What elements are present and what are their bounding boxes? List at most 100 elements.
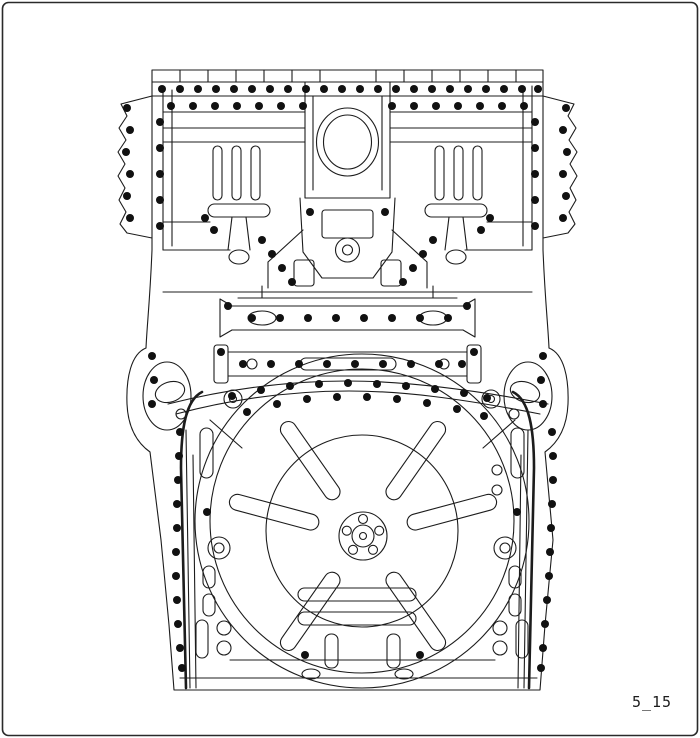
weld-dot — [303, 395, 311, 403]
weld-dot — [549, 476, 557, 484]
weld-dot — [248, 85, 256, 93]
weld-dot — [203, 508, 211, 516]
weld-dot — [454, 102, 462, 110]
figure-number-label: 5_15 — [632, 693, 672, 711]
weld-dot — [172, 572, 180, 580]
top-flange — [151, 69, 544, 83]
weld-dots-layer — [122, 85, 571, 672]
weld-dot — [351, 360, 359, 368]
weld-dot — [548, 500, 556, 508]
weld-dot — [173, 500, 181, 508]
weld-dot — [477, 226, 485, 234]
wheel-hub — [338, 511, 388, 561]
weld-dot — [402, 382, 410, 390]
center-pedestal — [237, 197, 458, 299]
weld-dot — [363, 393, 371, 401]
weld-dot — [210, 226, 218, 234]
weld-dot — [323, 360, 331, 368]
weld-dot — [189, 102, 197, 110]
weld-dot — [410, 102, 418, 110]
weld-dot — [278, 264, 286, 272]
weld-dot — [148, 400, 156, 408]
weld-dot — [233, 102, 241, 110]
weld-dot — [546, 548, 554, 556]
weld-dot — [243, 408, 251, 416]
weld-dot — [126, 170, 134, 178]
weld-dot — [444, 314, 452, 322]
weld-dot — [217, 348, 225, 356]
weld-dot — [379, 360, 387, 368]
weld-dot — [258, 236, 266, 244]
weld-dot — [211, 102, 219, 110]
weld-dot — [559, 214, 567, 222]
side-blisters — [142, 361, 553, 431]
bottom-slots — [179, 587, 538, 680]
weld-dot — [453, 405, 461, 413]
weld-dot — [458, 360, 466, 368]
weld-dot — [167, 102, 175, 110]
weld-dot — [381, 208, 389, 216]
weld-dot — [173, 524, 181, 532]
weld-dot — [248, 314, 256, 322]
heavy-flange-lines — [179, 390, 536, 690]
weld-dot — [194, 85, 202, 93]
weld-dot — [126, 214, 134, 222]
weld-dot — [407, 360, 415, 368]
weld-dot — [374, 85, 382, 93]
weld-dot — [534, 85, 542, 93]
weld-dot — [562, 104, 570, 112]
fork-brackets — [207, 145, 488, 265]
weld-dot — [429, 236, 437, 244]
weld-dot — [531, 196, 539, 204]
weld-dot — [302, 85, 310, 93]
weld-dot — [431, 385, 439, 393]
weld-dot — [498, 102, 506, 110]
weld-dot — [360, 314, 368, 322]
weld-dot — [409, 264, 417, 272]
weld-dot — [410, 85, 418, 93]
weld-dot — [158, 85, 166, 93]
weld-dot — [549, 452, 557, 460]
upper-panel-lines — [151, 85, 544, 293]
weld-dot — [356, 85, 364, 93]
weld-dot — [288, 278, 296, 286]
weld-dot — [399, 278, 407, 286]
weld-dot — [531, 170, 539, 178]
weld-dot — [286, 382, 294, 390]
weld-dot — [257, 386, 265, 394]
weld-dot — [539, 644, 547, 652]
weld-dot — [464, 85, 472, 93]
weld-dot — [432, 102, 440, 110]
weld-dot — [156, 196, 164, 204]
weld-dot — [332, 314, 340, 322]
weld-dot — [518, 85, 526, 93]
weld-dot — [273, 400, 281, 408]
weld-dot — [306, 208, 314, 216]
weld-dot — [470, 348, 478, 356]
weld-dot — [483, 394, 491, 402]
weld-dot — [419, 250, 427, 258]
cross-member-upper — [219, 298, 476, 338]
weld-dot — [295, 360, 303, 368]
weld-dot — [173, 596, 181, 604]
weld-dot — [545, 572, 553, 580]
weld-dot — [178, 664, 186, 672]
weld-dot — [486, 214, 494, 222]
weld-dot — [174, 476, 182, 484]
weld-dot — [320, 85, 328, 93]
weld-dot — [539, 352, 547, 360]
weld-dot — [513, 508, 521, 516]
weld-dot — [416, 314, 424, 322]
weld-dot — [333, 393, 341, 401]
weld-dot — [315, 380, 323, 388]
weld-dot — [201, 214, 209, 222]
weld-dot — [428, 85, 436, 93]
weld-dot — [148, 352, 156, 360]
weld-dot — [482, 85, 490, 93]
weld-dot — [423, 399, 431, 407]
weld-dot — [435, 360, 443, 368]
weld-dot — [304, 314, 312, 322]
weld-dot — [268, 250, 276, 258]
weld-dot — [463, 302, 471, 310]
